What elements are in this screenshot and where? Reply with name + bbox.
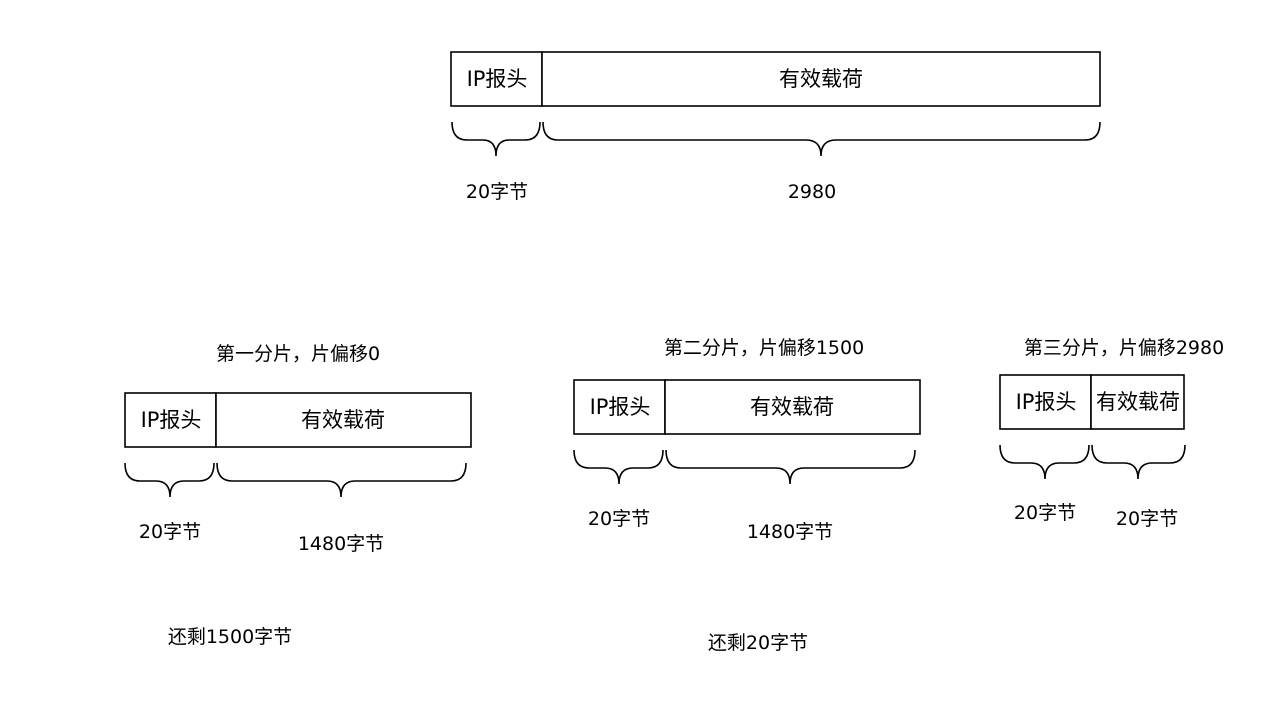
fragment-1-header-label: IP报头 <box>141 408 202 432</box>
fragment-3-header-size: 20字节 <box>1014 502 1076 524</box>
fragment-1-remaining: 还剩1500字节 <box>168 626 292 648</box>
original-payload-label: 有效载荷 <box>779 67 863 91</box>
fragment-3-payload-brace <box>1091 444 1186 480</box>
fragment-2-header-size: 20字节 <box>588 508 650 530</box>
fragment-2: 第二分片，片偏移1500 IP报头 有效载荷 20字节 1480字节 还剩20字… <box>573 337 921 654</box>
fragment-2-payload-cell <box>664 379 921 435</box>
original-payload-cell <box>541 51 1101 107</box>
fragment-1-header-cell <box>124 392 217 448</box>
fragment-2-header-cell <box>573 379 666 435</box>
original-payload-brace <box>542 121 1101 157</box>
fragment-2-payload-brace <box>665 449 916 485</box>
fragment-3-payload-cell <box>1090 374 1185 430</box>
fragment-1: 第一分片，片偏移0 IP报头 有效载荷 20字节 1480字节 还剩1500字节 <box>124 343 472 648</box>
original-payload-size: 2980 <box>788 181 836 203</box>
fragment-3-payload-label: 有效载荷 <box>1096 390 1180 414</box>
fragment-1-title: 第一分片，片偏移0 <box>216 343 380 365</box>
fragment-3-header-label: IP报头 <box>1016 390 1077 414</box>
fragment-2-header-label: IP报头 <box>590 395 651 419</box>
original-header-label: IP报头 <box>467 67 528 91</box>
fragment-3-header-brace <box>999 444 1090 480</box>
fragment-1-payload-size: 1480字节 <box>298 533 384 555</box>
fragment-1-payload-label: 有效载荷 <box>301 408 385 432</box>
fragment-2-header-brace <box>573 449 664 485</box>
fragment-2-title: 第二分片，片偏移1500 <box>664 337 864 359</box>
original-header-cell <box>450 51 543 107</box>
fragment-3-title: 第三分片，片偏移2980 <box>1024 337 1224 359</box>
fragment-2-payload-label: 有效载荷 <box>750 395 834 419</box>
original-header-brace <box>451 121 541 157</box>
original-header-size: 20字节 <box>466 181 528 203</box>
fragment-1-payload-cell <box>215 392 472 448</box>
fragment-1-payload-brace <box>216 462 467 498</box>
fragment-3-payload-size: 20字节 <box>1116 508 1178 530</box>
fragment-2-payload-size: 1480字节 <box>747 521 833 543</box>
fragment-3-header-cell <box>999 374 1092 430</box>
fragment-3: 第三分片，片偏移2980 IP报头 有效载荷 20字节 20字节 <box>999 337 1224 530</box>
fragment-1-header-brace <box>124 462 215 498</box>
fragment-1-header-size: 20字节 <box>139 521 201 543</box>
fragment-2-remaining: 还剩20字节 <box>708 632 808 654</box>
original-packet: IP报头 有效载荷 20字节 2980 <box>450 51 1101 203</box>
